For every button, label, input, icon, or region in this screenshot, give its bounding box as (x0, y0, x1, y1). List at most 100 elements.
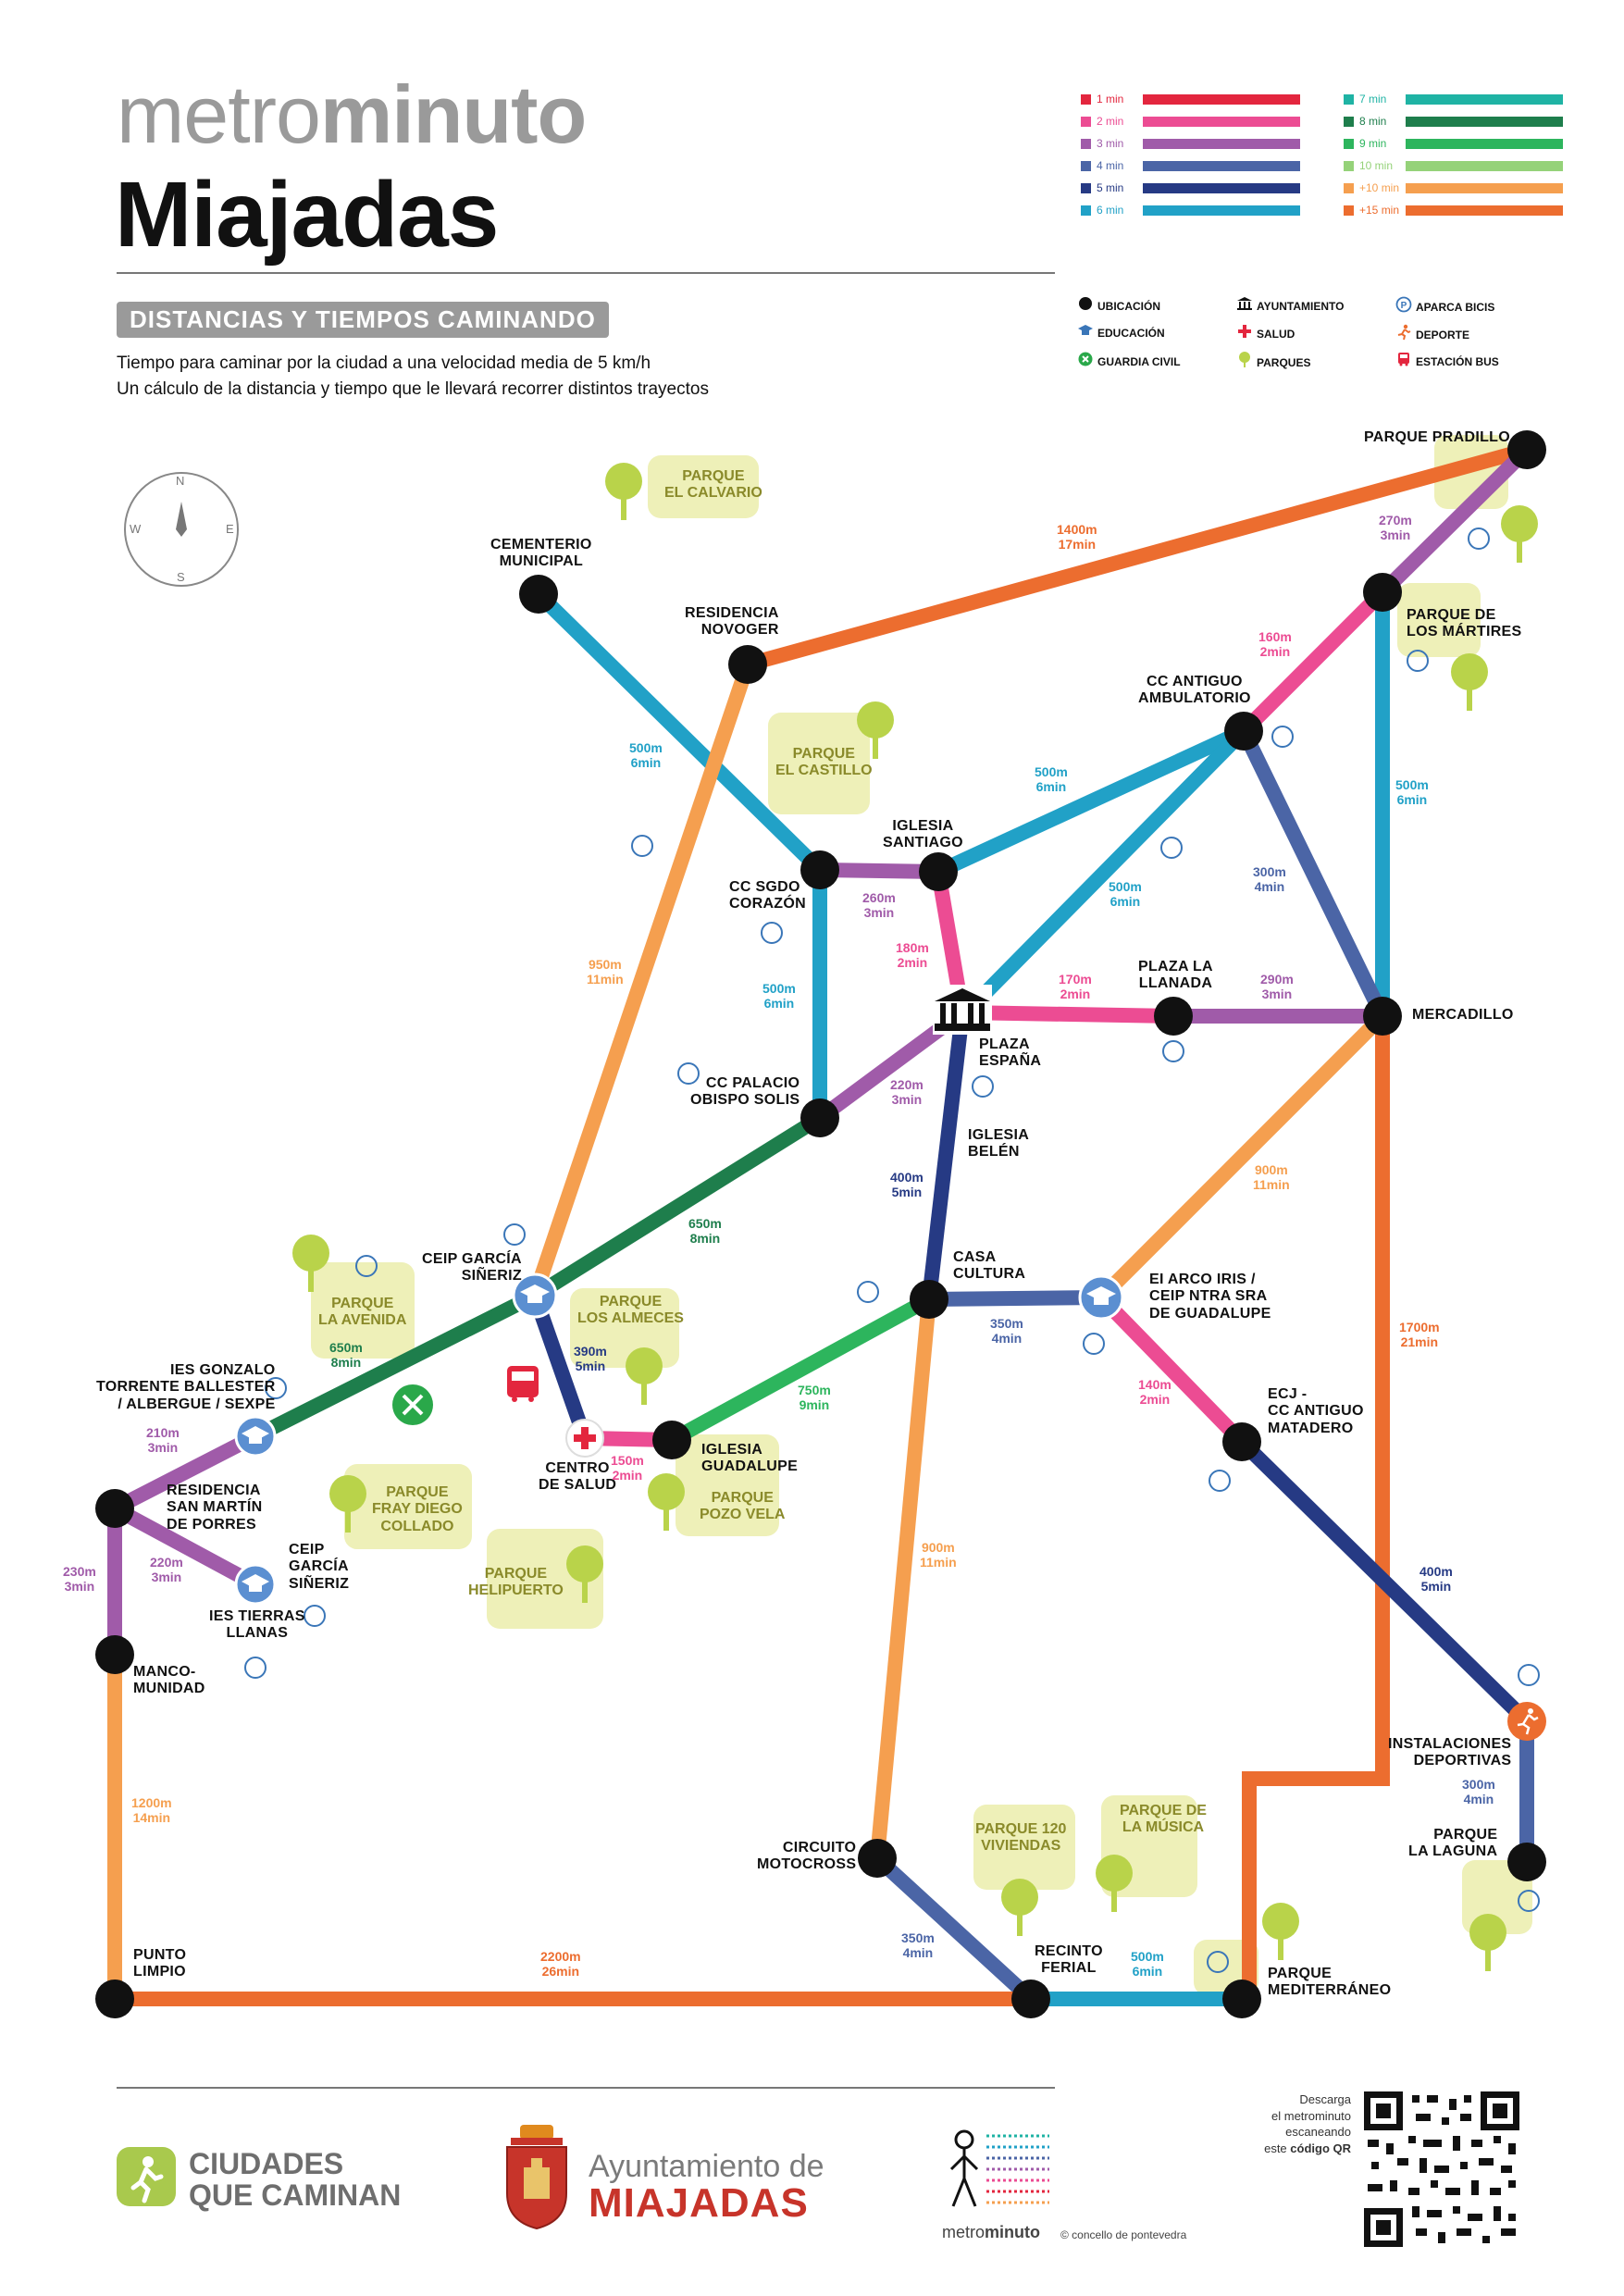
label-text: PARQUE FRAY DIEGO COLLADO (372, 1484, 463, 1534)
station-ecj[interactable] (1222, 1422, 1261, 1461)
time-legend-item: 5 min (1081, 181, 1300, 194)
icon-legend-label: EDUCACIÓN (1097, 326, 1165, 340)
ayuntamiento-line-1: Ayuntamiento de (589, 2149, 824, 2184)
compass-s: S (177, 570, 185, 584)
route-casa-circuito (870, 1298, 936, 1859)
route-ies-sanmartin (111, 1429, 259, 1516)
label-text: 210m 3min (146, 1425, 180, 1456)
station-guadalupe[interactable] (652, 1421, 691, 1459)
icon-legend-label: ESTACIÓN BUS (1416, 354, 1499, 368)
icon-legend-item: DEPORTE (1392, 324, 1469, 345)
legend-swatch (1081, 138, 1091, 149)
label-text: 650m 8min (329, 1340, 363, 1371)
park-label-castillo: PARQUE EL CASTILLO (775, 746, 873, 780)
time-legend-item: 6 min (1081, 204, 1300, 217)
label-text: MANCO- MUNIDAD (133, 1664, 205, 1697)
legend-label: 9 min (1359, 137, 1387, 150)
station-santiago[interactable] (919, 852, 958, 891)
station-punto-limpio[interactable] (95, 1980, 134, 2018)
legend-bar (1143, 160, 1300, 171)
label-text: IGLESIA BELÉN (968, 1127, 1030, 1160)
label-plaza-llanada: PLAZA LA LLANADA (1138, 959, 1213, 993)
compass-graphic (124, 472, 239, 587)
label-parque-martires: PARQUE DE LOS MÁRTIRES (1407, 607, 1522, 641)
label-text: 230m 3min (63, 1564, 96, 1595)
footer-divider (117, 2087, 1055, 2089)
label-text: 500m 6min (1035, 764, 1068, 795)
station-ies-tierras[interactable] (234, 1563, 277, 1606)
label-punto-limpio: PUNTO LIMPIO (133, 1947, 186, 1981)
ciudades-line-1: CIUDADES (189, 2147, 344, 2180)
station-pradillo[interactable] (1507, 430, 1546, 469)
park-label-fray-diego: PARQUE FRAY DIEGO COLLADO (372, 1484, 463, 1535)
tree-icon (1469, 1914, 1506, 1971)
label-text: PARQUE POZO VELA (700, 1490, 786, 1523)
guardia-civil-icon (392, 1384, 433, 1425)
station-laguna[interactable] (1507, 1843, 1546, 1881)
station-novoger[interactable] (728, 645, 767, 684)
legend-swatch (1081, 160, 1091, 171)
station-ies-gonzalo[interactable] (234, 1415, 277, 1458)
label-text: 500m 6min (1109, 879, 1142, 910)
station-circuito[interactable] (858, 1839, 897, 1878)
station-llanada[interactable] (1154, 997, 1193, 1036)
health-cross-icon (1233, 324, 1257, 343)
bike-parking-icon (1207, 1951, 1229, 1973)
station-ambulatorio[interactable] (1224, 712, 1263, 751)
label-text: PARQUE HELIPUERTO (468, 1566, 564, 1599)
bike-parking-icon (503, 1223, 526, 1246)
label-text: EI ARCO IRIS / CEIP NTRA SRA DE GUADALUP… (1149, 1272, 1271, 1322)
metrominuto-logo-text: metrominuto (942, 2223, 1040, 2242)
legend-bar (1406, 205, 1563, 216)
bike-parking-icon (244, 1657, 267, 1679)
label-ies-gonzalo: IES GONZALO TORRENTE BALLESTER / ALBERGU… (96, 1362, 276, 1413)
qr-caption: Descarga el metrominuto escaneando este … (1203, 2091, 1351, 2156)
label-centro-salud: CENTRO DE SALUD (539, 1460, 616, 1495)
tree-icon (605, 463, 642, 520)
route-ambulatorio-mercadillo (1236, 727, 1390, 1020)
distance-label: 160m 2min (1258, 629, 1292, 659)
legend-label: +10 min (1359, 181, 1400, 194)
station-martires[interactable] (1363, 573, 1402, 612)
town-hall-icon (1233, 296, 1257, 316)
legend-swatch (1344, 138, 1354, 149)
bus-icon (1392, 352, 1416, 371)
label-text: ECJ - CC ANTIGUO MATADERO (1268, 1386, 1364, 1436)
station-ei-arco-iris[interactable] (1078, 1274, 1124, 1321)
metrominuto-light: metro (942, 2223, 986, 2241)
bike-parking-icon (1209, 1470, 1231, 1492)
qr-code[interactable] (1364, 2091, 1519, 2247)
icon-legend-label: UBICACIÓN (1097, 299, 1160, 313)
station-mancomunidad[interactable] (95, 1635, 134, 1674)
route-mercadillo-mediterraneo (1242, 1016, 1390, 1997)
park-trees (292, 463, 1538, 1971)
station-centro-salud[interactable] (565, 1419, 604, 1458)
distance-label: 350m 4min (990, 1316, 1023, 1346)
ciudades-line-2: QUE CAMINAN (189, 2178, 402, 2212)
label-text: PARQUE 120 VIVIENDAS (975, 1821, 1067, 1855)
station-sgdo[interactable] (800, 850, 839, 889)
legend-swatch (1081, 205, 1091, 216)
bike-parking-icon (1162, 1040, 1184, 1062)
label-ies-tierras: IES TIERRAS LLANAS (209, 1608, 305, 1643)
qr-caption-line-4: este código QR (1203, 2141, 1351, 2157)
station-mediterraneo[interactable] (1222, 1980, 1261, 2018)
label-text: CEIP GARCÍA SIÑERIZ (289, 1542, 350, 1592)
route-sgdo-santiago (819, 863, 939, 879)
station-ceip-garcia[interactable] (512, 1272, 558, 1319)
station-instalaciones-deportivas[interactable] (1507, 1702, 1546, 1741)
station-recinto-ferial[interactable] (1011, 1980, 1050, 2018)
park-area-calvario (648, 455, 759, 518)
distance-label: 500m 6min (1035, 764, 1068, 794)
station-cementerio[interactable] (519, 575, 558, 614)
legend-swatch (1081, 116, 1091, 127)
station-san-martin[interactable] (95, 1489, 134, 1528)
station-casa-cultura[interactable] (910, 1280, 948, 1319)
station-palacio[interactable] (800, 1098, 839, 1137)
station-mercadillo[interactable] (1363, 997, 1402, 1036)
label-text: IGLESIA GUADALUPE (701, 1442, 799, 1475)
distance-label: 1700m 21min (1399, 1320, 1440, 1349)
station-plaza-espana[interactable] (933, 985, 992, 1035)
qr-caption-line-3: escaneando (1285, 2125, 1351, 2140)
park-area-almeces (570, 1288, 679, 1368)
